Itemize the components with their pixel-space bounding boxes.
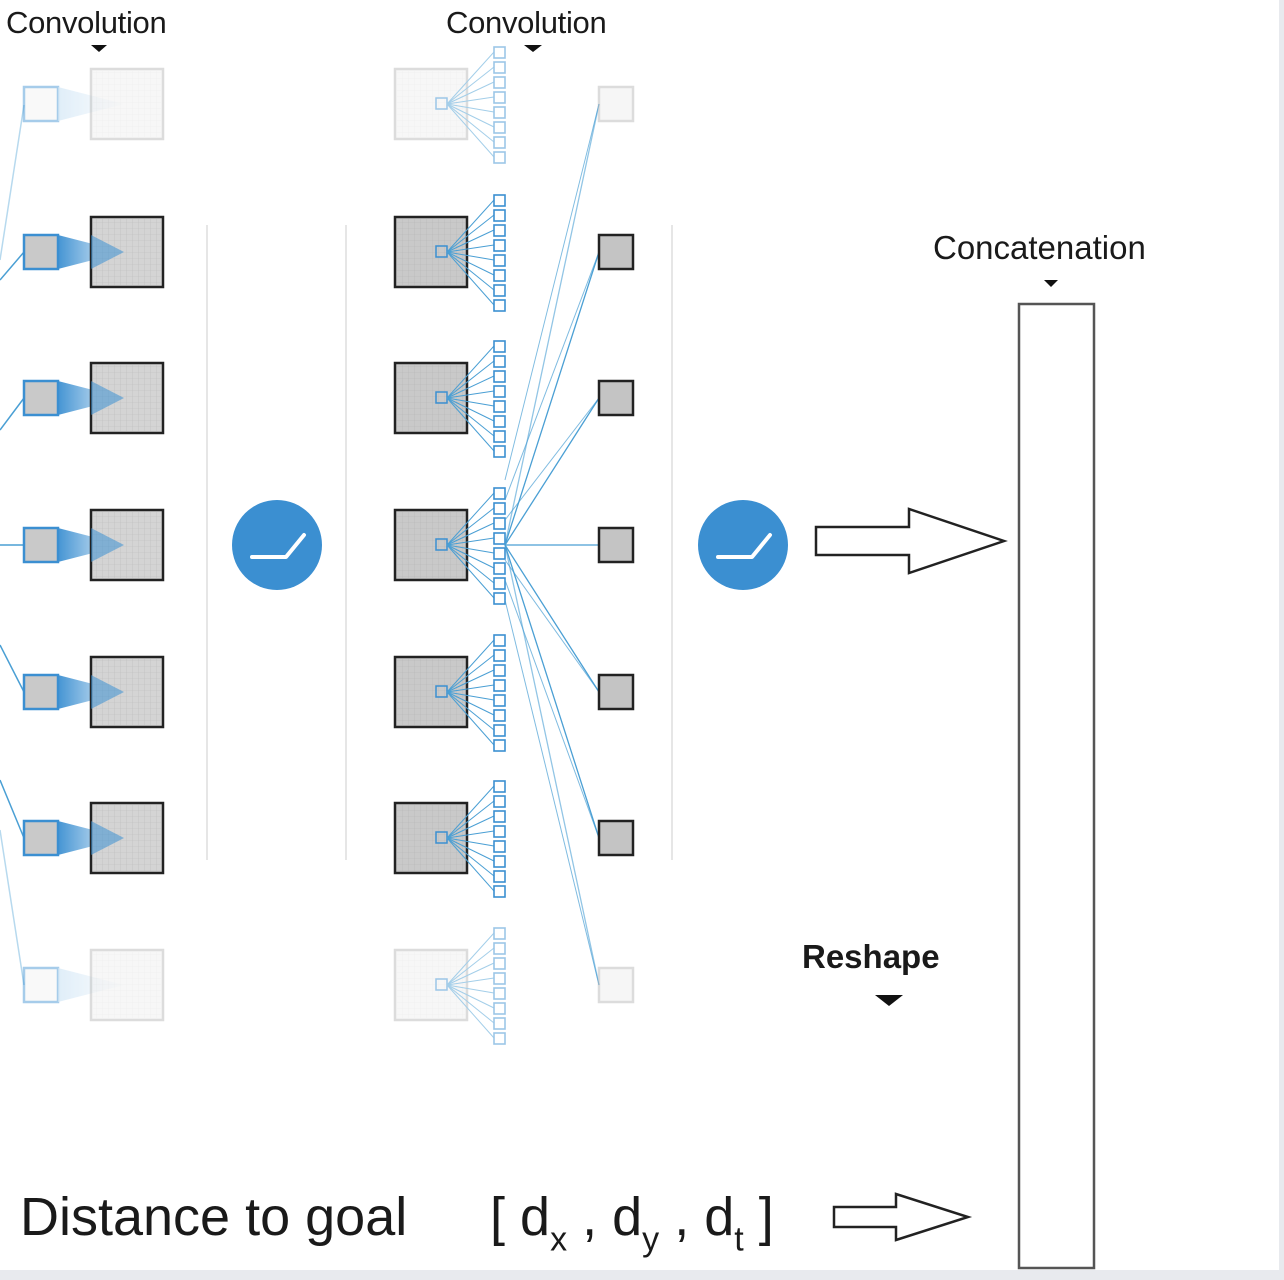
fan-line [504, 103, 600, 481]
second-conv-connection-lines [504, 103, 600, 986]
hollow-right-arrow-icon [814, 507, 1008, 575]
feature-map [89, 67, 165, 141]
fan-line [504, 397, 600, 521]
output-node [597, 526, 635, 564]
goal-vector: [ dx , dy , dt ] [490, 1186, 774, 1259]
feature-map [89, 948, 165, 1022]
feature-map [393, 634, 506, 752]
convolution-label: Convolution [446, 5, 607, 40]
fan-line [504, 103, 600, 546]
output-node [597, 966, 635, 1004]
fan-line [504, 397, 600, 546]
vector-component-dy: dy [612, 1187, 660, 1259]
fan-line [504, 599, 600, 986]
distance-to-goal-label: Distance to goal [20, 1187, 408, 1247]
vector-component-dx: dx [520, 1187, 568, 1259]
feature-map [393, 340, 506, 458]
output-node [597, 233, 635, 271]
fan-line [504, 544, 600, 986]
vector-open-bracket: [ [490, 1187, 506, 1247]
feature-map [393, 194, 506, 312]
vector-close-bracket: ] [758, 1187, 774, 1247]
first-conv-output-column [89, 67, 165, 1022]
fan-line [504, 251, 600, 501]
feature-map [393, 927, 506, 1045]
vector-component-dt: dt [704, 1187, 744, 1259]
input-connection-lines [0, 104, 25, 986]
feature-map [393, 780, 506, 898]
second-conv-input-column [393, 46, 506, 1045]
feature-map [393, 487, 506, 605]
reshape-label: Reshape [802, 938, 940, 975]
second-conv-output-column [597, 85, 635, 1004]
down-triangle-icon [1044, 280, 1058, 287]
concatenation-label: Concatenation [933, 229, 1146, 266]
feature-map [89, 801, 165, 875]
feature-map [89, 655, 165, 729]
output-node [597, 379, 635, 417]
down-triangle-icon [524, 45, 542, 52]
output-node [597, 85, 635, 123]
output-node [597, 819, 635, 857]
fan-line [504, 544, 600, 839]
relu-activation-icon [698, 500, 788, 590]
fan-line [504, 559, 600, 693]
vector-separator: , [582, 1187, 598, 1247]
fan-line [504, 544, 600, 693]
feature-map [89, 215, 165, 289]
fan-line [504, 251, 600, 546]
relu-activation-icon [232, 500, 322, 590]
feature-map [89, 361, 165, 435]
feature-map [89, 508, 165, 582]
down-triangle-icon [91, 45, 107, 52]
convolution-label: Convolution [6, 5, 167, 40]
output-node [597, 673, 635, 711]
vector-separator: , [674, 1187, 690, 1247]
feature-map [393, 46, 506, 164]
hollow-right-arrow-icon [832, 1192, 973, 1242]
down-triangle-icon [875, 995, 903, 1006]
fan-line [504, 579, 600, 839]
concatenation-vector [1017, 302, 1096, 1270]
